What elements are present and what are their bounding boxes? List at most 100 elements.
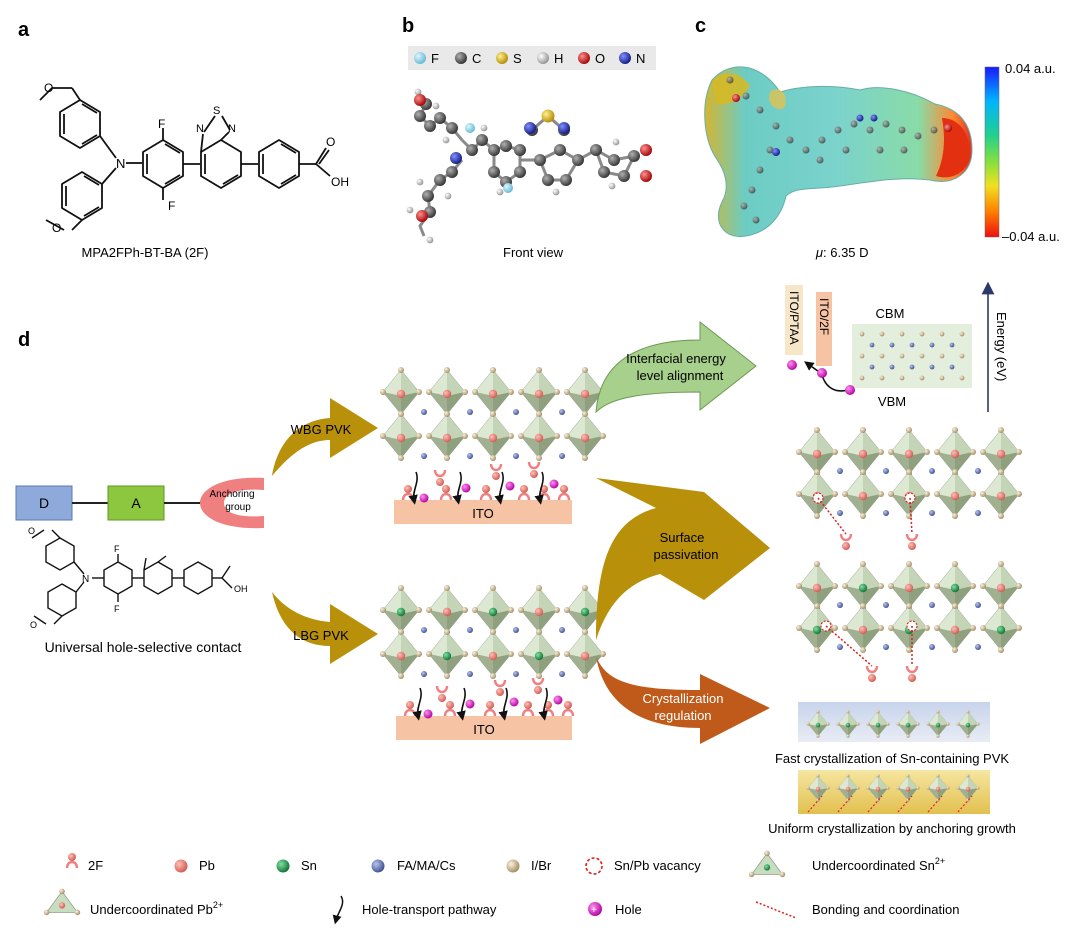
- small-label-oh: OH: [234, 584, 248, 594]
- ito-2f-label: ITO/2F: [817, 298, 831, 335]
- legend-label-hole: Hole: [615, 902, 642, 917]
- band-halide-dot: [959, 353, 965, 359]
- bs-hydrogen-atom: [480, 124, 488, 132]
- hole-transport-pathway: [498, 687, 508, 721]
- 2f-molecule-inverted: [905, 532, 919, 552]
- panel-letter-d: d: [18, 329, 30, 351]
- bs-carbon-atom: [414, 110, 426, 122]
- vbm-label: VBM: [878, 394, 906, 409]
- legend-label-undercoord-sn: Undercoordinated Sn2+: [812, 856, 945, 873]
- pb-octahedron: [426, 585, 468, 635]
- hole: [419, 493, 429, 503]
- band-halide-dot: [919, 375, 925, 381]
- band-halide-dot: [859, 331, 865, 337]
- legend-halide-symbol: [506, 859, 520, 873]
- band-halide-dot: [919, 353, 925, 359]
- band-halide-dot: [939, 375, 945, 381]
- band-cation-dot: [929, 342, 935, 348]
- band-cation-dot: [869, 364, 875, 370]
- pb-octahedron: [934, 469, 976, 519]
- ball-and-stick-model: [406, 88, 652, 244]
- esp-atom: [930, 126, 938, 134]
- hole: [509, 697, 519, 707]
- hole-transport-pathway: [456, 687, 466, 721]
- chemical-structure-2f: [39, 87, 331, 231]
- a-site-cation: [837, 468, 843, 474]
- esp-atom: [842, 146, 850, 154]
- hole: [423, 709, 433, 719]
- wbg-label: WBG PVK: [291, 422, 352, 437]
- esp-atom: [914, 132, 922, 140]
- legend-label-vacancy: Sn/Pb vacancy: [614, 858, 701, 873]
- atom-legend-c-icon: [455, 52, 467, 64]
- interface-layer: [403, 676, 575, 721]
- hole: [549, 479, 559, 489]
- anchoring-bond: [837, 795, 853, 813]
- arrow-crystallization-regulation: [596, 656, 770, 744]
- a-site-cation: [929, 644, 935, 650]
- donor-label: D: [39, 495, 49, 511]
- arrow-cryst-label-1: Crystallization: [643, 691, 724, 706]
- a-site-cation: [421, 453, 427, 459]
- pb-octahedron: [564, 411, 606, 461]
- atom-legend-n-icon: [619, 52, 631, 64]
- esp-atom: [850, 120, 858, 128]
- legend-bonding-symbol: [755, 901, 797, 919]
- bs-carbon-atom: [446, 122, 458, 134]
- band-halide-dot: [859, 375, 865, 381]
- pb-octahedron: [380, 367, 422, 417]
- pb-octahedron: [518, 411, 560, 461]
- bs-carbon-atom: [628, 150, 640, 162]
- hole-transport-pathway: [412, 687, 422, 721]
- esp-atom: [756, 106, 764, 114]
- a-site-cation: [837, 644, 843, 650]
- color-scale-bar: [984, 66, 1000, 238]
- interface-layer: [401, 460, 571, 505]
- a-site-cation: [467, 409, 473, 415]
- bs-carbon-atom: [476, 134, 488, 146]
- small-label-f-bottom: F: [114, 604, 120, 614]
- esp-nitrogen-atom: [772, 148, 780, 156]
- a-site-cation: [975, 510, 981, 516]
- ito-ptaa-label: ITO/PTAA: [787, 291, 801, 345]
- caption-b: Front view: [503, 245, 564, 260]
- esp-atom: [802, 146, 810, 154]
- 2f-molecule-inverted: [493, 678, 507, 698]
- atom-legend-f-label: F: [431, 51, 439, 66]
- 2f-molecule: [521, 699, 535, 718]
- a-site-cation: [837, 602, 843, 608]
- bs-oxygen-atom: [414, 94, 426, 106]
- bs-hydrogen-atom: [444, 192, 452, 200]
- ito-ptaa-bar: [785, 285, 803, 355]
- 2f-molecule-inverted: [433, 468, 447, 488]
- atom-legend-s-label: S: [513, 51, 522, 66]
- bs-hydrogen-atom: [432, 102, 440, 110]
- legend-label-2f: 2F: [88, 858, 103, 873]
- bs-carbon-atom: [598, 166, 610, 178]
- bs-carbon-atom: [542, 174, 554, 186]
- 2f-molecule-inverted: [865, 664, 879, 684]
- anchoring-bond: [807, 795, 823, 813]
- esp-atom: [898, 126, 906, 134]
- a-site-cation: [929, 602, 935, 608]
- ito-label-bottom: ITO: [473, 722, 494, 737]
- esp-oxygen-atom: [944, 124, 952, 132]
- energy-axis-label: Energy (eV): [994, 312, 1009, 381]
- band-cation-dot: [949, 364, 955, 370]
- bs-ring-nitrogen: [524, 122, 536, 134]
- pb-octahedron: [518, 585, 560, 635]
- esp-atom: [818, 136, 826, 144]
- legend-cation-symbol: [371, 859, 385, 873]
- band-halide-dot: [879, 375, 885, 381]
- bs-hydrogen-atom: [406, 206, 414, 214]
- bs-hydrogen-atom: [416, 178, 424, 186]
- hole-transfer-arrow: [804, 361, 849, 392]
- pb-octahedron: [472, 367, 514, 417]
- sn-octahedron: [796, 603, 838, 653]
- bs-hydrogen-atom: [426, 236, 434, 244]
- bs-carbon-atom: [554, 144, 566, 156]
- 2f-molecule: [517, 483, 531, 502]
- legend-pathway-symbol: [332, 895, 344, 925]
- label-n-amine: N: [116, 156, 125, 171]
